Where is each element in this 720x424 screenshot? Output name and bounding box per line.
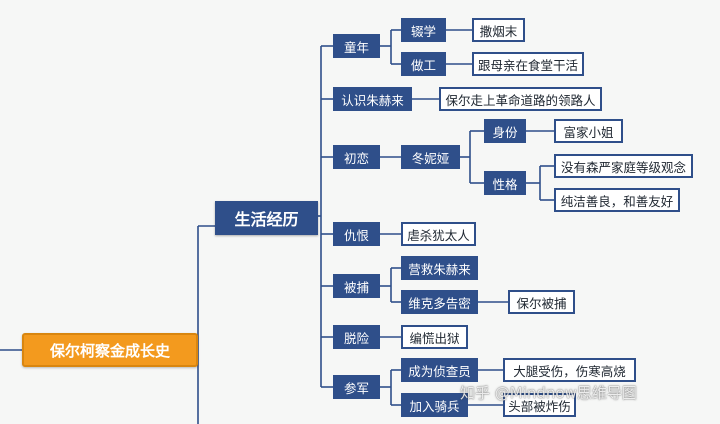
- branch-arrested[interactable]: 被捕: [333, 274, 380, 298]
- node-dropout-detail[interactable]: 撒烟末: [472, 18, 525, 42]
- node-dropout[interactable]: 辍学: [401, 18, 446, 42]
- node-scout[interactable]: 成为侦查员: [401, 358, 478, 382]
- node-pavel-arrested[interactable]: 保尔被捕: [508, 290, 575, 314]
- branch-first-love[interactable]: 初恋: [333, 145, 380, 169]
- branch-meet-zhuhelai[interactable]: 认识朱赫来: [333, 87, 412, 111]
- node-work[interactable]: 做工: [401, 52, 446, 76]
- node-tonya[interactable]: 冬妮娅: [401, 145, 460, 169]
- node-identity[interactable]: 身份: [484, 119, 526, 143]
- branch-childhood[interactable]: 童年: [333, 34, 380, 58]
- node-escape-detail[interactable]: 编慌出狱: [401, 325, 468, 349]
- node-identity-detail[interactable]: 富家小姐: [554, 119, 623, 143]
- root-node[interactable]: 保尔柯察金成长史: [22, 333, 198, 367]
- node-cavalry-detail[interactable]: 头部被炸伤: [503, 393, 576, 417]
- branch-escape[interactable]: 脱险: [333, 325, 380, 349]
- node-meet-zhuhelai-detail[interactable]: 保尔走上革命道路的领路人: [439, 87, 602, 111]
- node-hatred-detail[interactable]: 虐杀犹太人: [401, 222, 476, 246]
- node-viktor-informs[interactable]: 维克多告密: [401, 290, 478, 314]
- branch-hatred[interactable]: 仇恨: [333, 222, 380, 246]
- node-character[interactable]: 性格: [484, 171, 526, 195]
- branch-army[interactable]: 参军: [333, 375, 380, 399]
- node-character-detail-1[interactable]: 没有森严家庭等级观念: [554, 154, 693, 178]
- node-rescue-zhuhelai[interactable]: 营救朱赫来: [401, 256, 478, 280]
- watermark-text: 知乎 @Mindnow思维导图: [460, 384, 637, 402]
- node-scout-detail[interactable]: 大腿受伤，伤寒高烧: [503, 358, 636, 382]
- node-cavalry[interactable]: 加入骑兵: [401, 393, 468, 417]
- main-topic-life-experience[interactable]: 生活经历: [215, 201, 318, 235]
- node-character-detail-2[interactable]: 纯洁善良，和善友好: [554, 188, 680, 212]
- node-work-detail[interactable]: 跟母亲在食堂干活: [472, 52, 584, 76]
